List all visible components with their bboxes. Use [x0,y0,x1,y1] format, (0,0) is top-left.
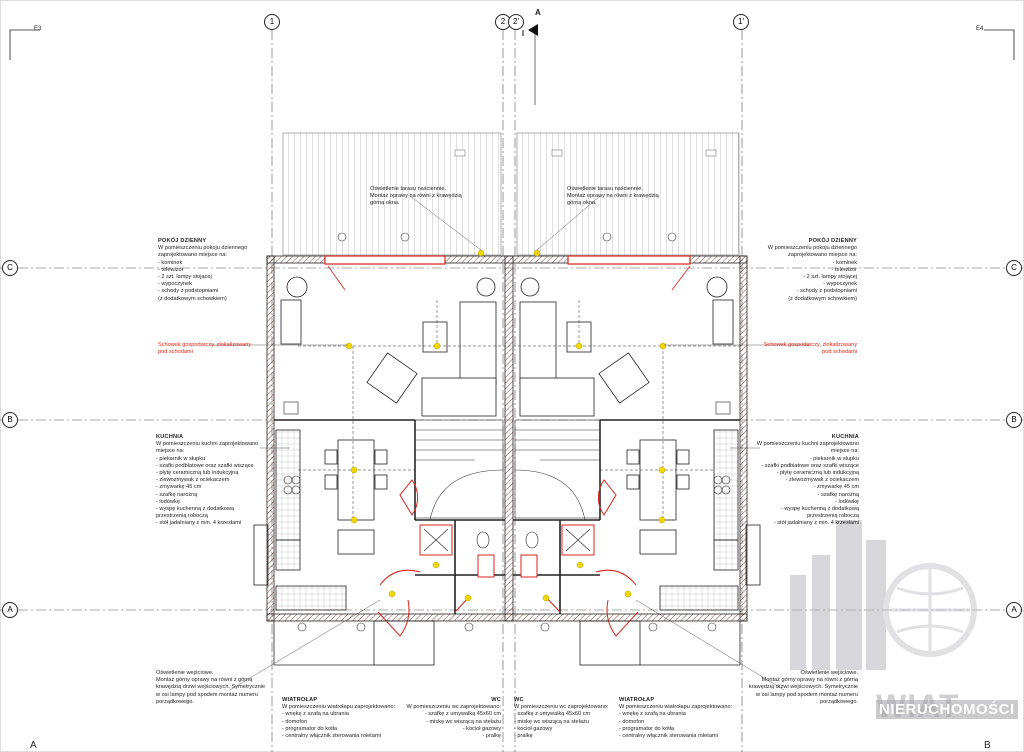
axis-label-a-left: A [2,602,18,618]
corner-bl: A [30,740,37,751]
watermark-subtitle: NIERUCHOMOŚCI [876,700,1018,719]
north-label: A [535,8,541,17]
note-kitchen-left: KUCHNIA W pomieszczeniu kuchni zaprojekt… [156,434,259,527]
note-entrance-right: Oświetlenie wejściowe.Montaż górny opraw… [748,670,858,705]
note-vestibule-left: WIATROŁAP W pomieszczeniu wiatrołapu zap… [282,697,396,740]
note-entrance-left: Oświetlenie wejściowe.Montaż górny opraw… [156,670,266,705]
axis-label-c-right: C [1006,260,1022,276]
note-kitchen-right: KUCHNIA W pomieszczeniu kuchni zaprojekt… [756,434,859,527]
axis-label-a-right: A [1006,602,1022,618]
corner-tl: E3 [34,26,42,32]
corner-br: B [984,740,991,751]
axis-label-c-left: C [2,260,18,276]
note-living-right: POKÓJ DZIENNY W pomieszczeniu pokoju dzi… [767,238,857,302]
axis-label-b-right: B [1006,412,1022,428]
axis-label-2: 2 [495,14,511,30]
note-window-light-right: Oświetlenie tarasu naściennie.Montaż opr… [567,186,659,207]
north-arrow [528,24,538,36]
axis-label-b-left: B [2,412,18,428]
corner-tr: E4 [976,26,984,32]
note-vestibule-right: WIATROŁAP W pomieszczeniu wiatrołapu zap… [619,697,733,740]
note-wc-left: WC W pomieszczeniu wc zaprojektowano:- s… [406,697,501,740]
axis-label-1: 1 [264,14,280,30]
watermark-logo [790,520,977,670]
axis-label-1prime: 1' [733,14,749,30]
note-living-left: POKÓJ DZIENNY W pomieszczeniu pokoju dzi… [158,238,248,302]
note-window-light-left: Oświetlenie tarasu naściennie.Montaż opr… [370,186,462,207]
note-wc-right: WC W pomieszczeniu wc zaprojektowano:- s… [514,697,609,740]
axis-label-2prime: 2' [508,14,524,30]
